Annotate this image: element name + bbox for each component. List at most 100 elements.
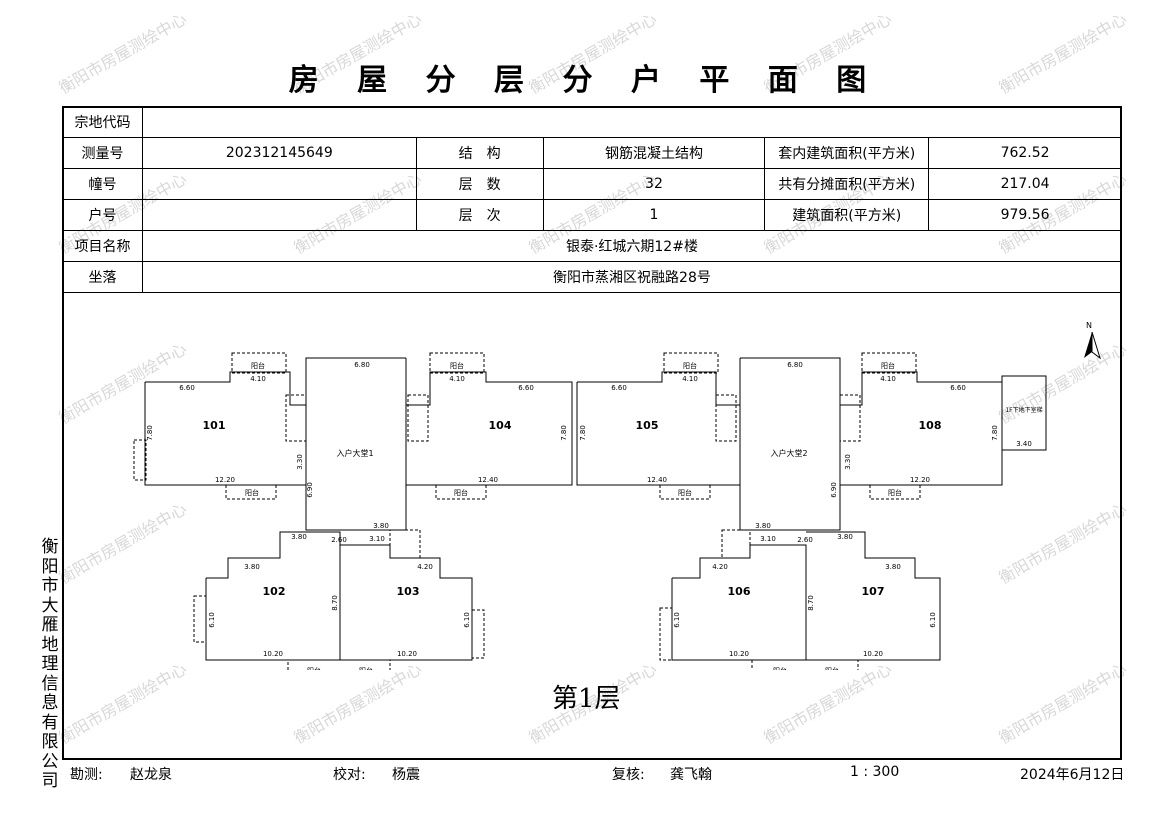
label-inner-area: 套内建筑面积(平方米) xyxy=(764,137,930,169)
label-building-no: 幢号 xyxy=(62,168,143,200)
dim-label: 2.60 xyxy=(331,536,347,544)
unit-107-outline xyxy=(806,531,941,661)
balcony-outline xyxy=(471,609,485,659)
lobby-2-outline xyxy=(739,357,841,531)
dim-label: 4.10 xyxy=(449,375,465,383)
unit-104-outline xyxy=(406,371,573,486)
value-floors: 32 xyxy=(542,168,766,200)
dim-label: 4.10 xyxy=(682,375,698,383)
dim-label: 2.60 xyxy=(797,536,813,544)
balcony-outline xyxy=(389,529,421,559)
value-project-name: 银泰·红城六期12#楼 xyxy=(141,230,1123,262)
value-parcel-code xyxy=(141,106,1123,138)
checker-name: 杨震 xyxy=(392,767,420,783)
reviewer-name: 龚飞翰 xyxy=(670,767,712,783)
unit-108-outline xyxy=(840,371,1003,486)
dim-label: 7.80 xyxy=(579,425,587,441)
value-shared-area: 217.04 xyxy=(928,168,1122,200)
dim-label: 6.80 xyxy=(354,361,370,369)
value-structure: 钢筋混凝土结构 xyxy=(542,137,766,169)
dim-label: 4.10 xyxy=(880,375,896,383)
balcony-outline xyxy=(721,529,751,559)
dim-label: 3.80 xyxy=(755,522,771,530)
lobby-label: 入户大堂2 xyxy=(770,448,807,458)
value-unit-no xyxy=(141,199,417,231)
basement-stair-outline xyxy=(1001,375,1047,451)
review-label: 复核: xyxy=(612,767,645,783)
balcony-label: 阳台 xyxy=(888,488,902,497)
basement-label: 1F下地下室梯 xyxy=(1005,406,1042,414)
balcony-label: 阳台 xyxy=(245,488,259,497)
dim-label: 10.20 xyxy=(397,650,417,658)
dim-label: 3.80 xyxy=(837,533,853,541)
dim-label: 3.30 xyxy=(844,454,852,470)
balcony-outline xyxy=(193,595,207,643)
label-structure: 结 构 xyxy=(415,137,544,169)
entry-outline xyxy=(407,394,429,442)
dim-label: 4.10 xyxy=(250,375,266,383)
balcony-label: 阳台 xyxy=(454,488,468,497)
north-label: N xyxy=(1086,321,1092,330)
unit-label-106: 106 xyxy=(728,585,751,598)
balcony-outline xyxy=(133,439,147,481)
date-text: 2024年6月12日 xyxy=(1020,767,1125,783)
label-floor-level: 层 次 xyxy=(415,199,544,231)
unit-102-outline xyxy=(205,531,341,661)
survey-label: 勘测: xyxy=(70,767,103,783)
north-arrow-icon: N xyxy=(1084,321,1101,360)
label-parcel-code: 宗地代码 xyxy=(62,106,143,138)
label-project-name: 项目名称 xyxy=(62,230,143,262)
dim-label: 3.80 xyxy=(373,522,389,530)
dim-label: 12.40 xyxy=(478,476,498,484)
dim-label: 3.80 xyxy=(244,563,260,571)
unit-103-outline xyxy=(340,544,473,661)
lobby-label: 入户大堂1 xyxy=(336,448,373,458)
dim-label: 8.70 xyxy=(807,595,815,611)
dim-label: 7.80 xyxy=(146,425,154,441)
dim-label: 12.20 xyxy=(910,476,930,484)
surveyor-name: 赵龙泉 xyxy=(130,767,172,783)
balcony-outline xyxy=(225,484,277,500)
dim-label: 12.40 xyxy=(647,476,667,484)
check-label: 校对: xyxy=(333,767,366,783)
label-unit-no: 户号 xyxy=(62,199,143,231)
label-shared-area: 共有分摊面积(平方米) xyxy=(764,168,930,200)
dim-label: 3.10 xyxy=(760,535,776,543)
balcony-outline xyxy=(751,659,859,670)
page-title: 房 屋 分 层 分 户 平 面 图 xyxy=(288,63,881,98)
dim-label: 3.30 xyxy=(296,454,304,470)
unit-106-outline xyxy=(671,544,807,661)
entry-outline xyxy=(285,394,307,442)
value-building-area: 979.56 xyxy=(928,199,1122,231)
label-floors: 层 数 xyxy=(415,168,544,200)
dim-label: 7.80 xyxy=(560,425,568,441)
value-inner-area: 762.52 xyxy=(928,137,1122,169)
label-location: 坐落 xyxy=(62,261,143,293)
dim-label: 6.10 xyxy=(463,612,471,628)
dim-label: 6.90 xyxy=(306,482,314,498)
scale-text: 1 : 300 xyxy=(850,764,900,780)
unit-label-102: 102 xyxy=(263,585,286,598)
dim-label: 6.60 xyxy=(518,384,534,392)
label-survey-no: 测量号 xyxy=(62,137,143,169)
unit-label-105: 105 xyxy=(636,419,659,432)
dim-label: 10.20 xyxy=(863,650,883,658)
balcony-outline xyxy=(231,352,287,374)
balcony-outline xyxy=(659,484,711,500)
balcony-outline xyxy=(663,352,719,374)
balcony-label: 阳台 xyxy=(773,666,787,670)
dim-label: 3.80 xyxy=(291,533,307,541)
dim-label: 10.20 xyxy=(729,650,749,658)
unit-label-108: 108 xyxy=(919,419,942,432)
dim-label: 10.20 xyxy=(263,650,283,658)
balcony-label: 阳台 xyxy=(251,361,265,370)
dim-label: 7.80 xyxy=(991,425,999,441)
balcony-outline xyxy=(287,659,391,670)
dim-label: 8.70 xyxy=(331,595,339,611)
unit-101-outline xyxy=(144,371,307,486)
balcony-label: 阳台 xyxy=(881,361,895,370)
value-floor-level: 1 xyxy=(542,199,766,231)
value-location: 衡阳市蒸湘区祝融路28号 xyxy=(141,261,1123,293)
dim-label: 6.10 xyxy=(929,612,937,628)
info-table: 宗地代码 测量号 202312145649 结 构 钢筋混凝土结构 套内建筑面积… xyxy=(62,106,1123,293)
